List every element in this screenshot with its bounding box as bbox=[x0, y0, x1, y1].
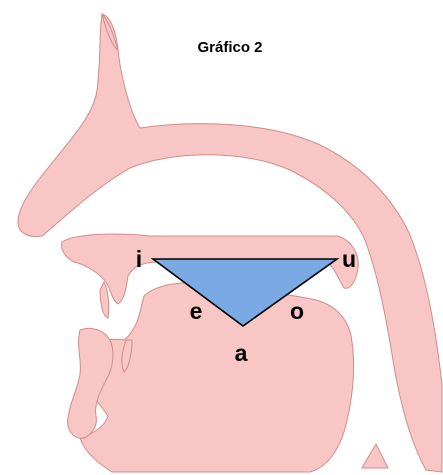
epiglottis bbox=[362, 444, 388, 468]
vowel-label-i: i bbox=[136, 246, 142, 272]
vowel-label-o: o bbox=[290, 298, 304, 324]
vowel-label-a: a bbox=[235, 340, 248, 366]
upper-tooth bbox=[100, 282, 109, 318]
diagram-title: Gráfico 2 bbox=[197, 39, 262, 56]
tongue bbox=[80, 283, 354, 473]
vowel-label-u: u bbox=[342, 246, 356, 272]
vowel-label-e: e bbox=[190, 298, 203, 324]
